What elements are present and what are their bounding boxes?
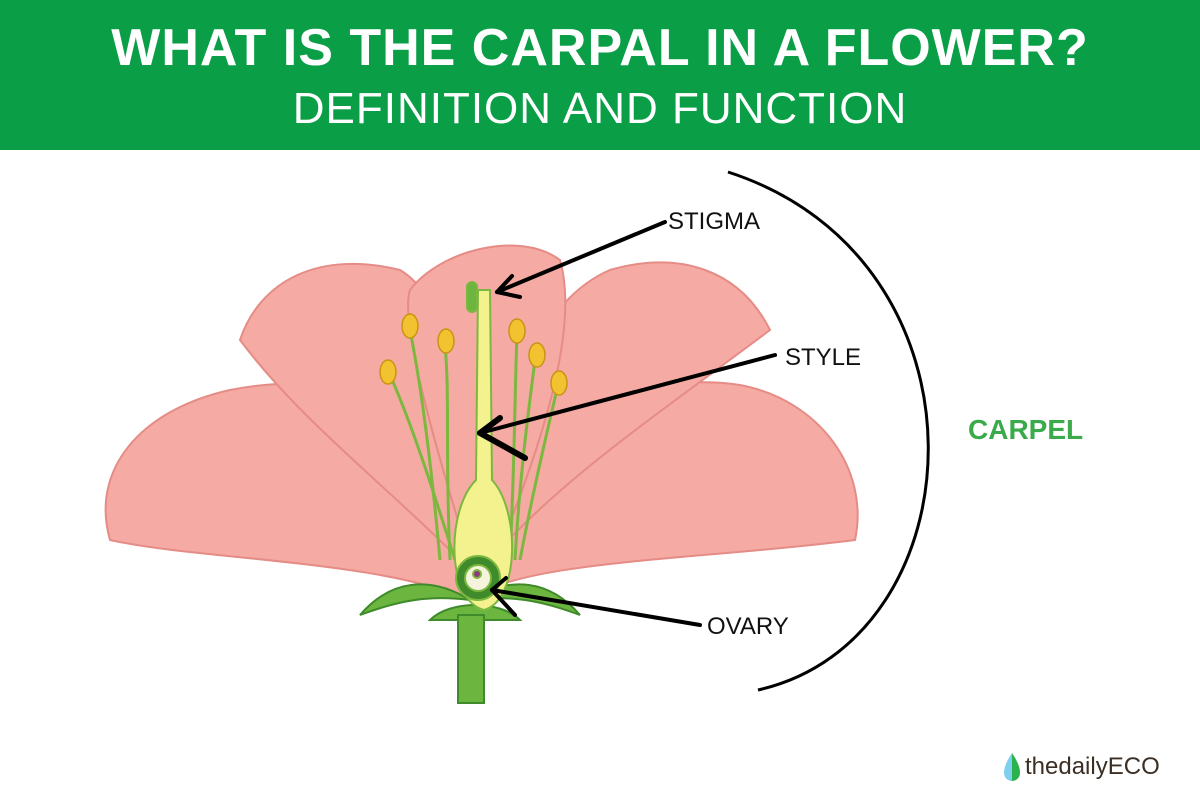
leaf-drop-icon	[1004, 753, 1020, 781]
label-stigma: STIGMA	[668, 208, 761, 235]
brand-name: thedailyECO	[1025, 753, 1160, 780]
label-carpel: CARPEL	[968, 414, 1084, 445]
page-title: WHAT IS THE CARPAL IN A FLOWER?	[111, 19, 1089, 77]
stem	[457, 614, 485, 704]
pistil	[453, 281, 514, 612]
anthers	[379, 313, 568, 396]
label-ovary: OVARY	[707, 613, 789, 640]
header-banner: WHAT IS THE CARPAL IN A FLOWER? DEFINITI…	[0, 0, 1200, 150]
page-subtitle: DEFINITION AND FUNCTION	[292, 84, 908, 133]
pointer-arrows	[477, 220, 777, 627]
carpel-bracket	[727, 170, 930, 692]
brand-logo: thedailyECO	[1003, 752, 1160, 782]
label-style: STYLE	[785, 344, 862, 371]
